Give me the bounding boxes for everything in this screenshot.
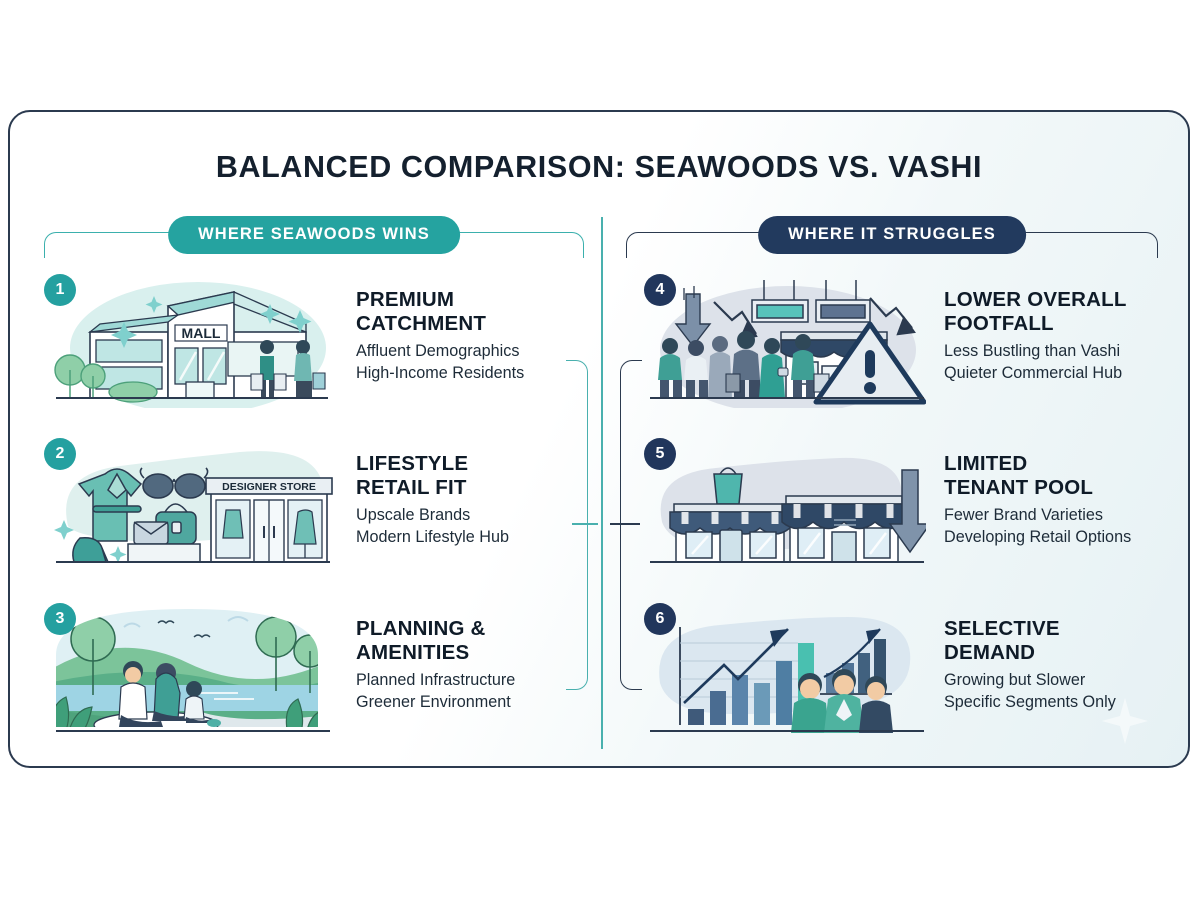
list-item: 3 (38, 599, 568, 737)
crowd-figures (658, 331, 830, 398)
item-heading: PREMIUM CATCHMENT (356, 288, 487, 335)
list-item: 2 (38, 434, 568, 572)
list-item: 5 (638, 434, 1166, 572)
sparkle-icon (54, 520, 127, 563)
item-subtext: Affluent Demographics High-Income Reside… (356, 341, 525, 382)
item-text: LIMITED TENANT POOL Fewer Brand Varietie… (926, 434, 1131, 548)
designer-store-illustration: 2 (38, 434, 336, 572)
clutch-icon (133, 521, 169, 545)
infographic-card: BALANCED COMPARISON: SEAWOODS VS. VASHI … (8, 110, 1190, 768)
trend-up-arrow-icon (683, 628, 789, 704)
hanging-sign-icon (751, 280, 871, 323)
center-divider (601, 217, 603, 749)
storefronts-down-arrow-illustration: 5 (638, 434, 926, 572)
item-number-badge: 1 (44, 274, 76, 306)
item-number-badge: 2 (44, 438, 76, 470)
people-figures (791, 669, 893, 733)
list-item: 1 MA (38, 270, 568, 408)
item-text: LIFESTYLE RETAIL FIT Upscale Brands Mode… (336, 434, 509, 548)
item-number-badge: 3 (44, 603, 76, 635)
item-subtext: Upscale Brands Modern Lifestyle Hub (356, 505, 509, 546)
left-group-bracket (566, 360, 588, 690)
growth-chart-people-illustration: 6 (638, 599, 926, 737)
item-heading: PLANNING & AMENITIES (356, 617, 486, 664)
shopper-figures (250, 340, 326, 398)
left-column-badge: WHERE SEAWOODS WINS (168, 216, 460, 254)
item-heading: LOWER OVERALL FOOTFALL (944, 288, 1127, 335)
item-number-badge: 5 (644, 438, 676, 470)
item-subtext: Less Bustling than Vashi Quieter Commerc… (944, 341, 1123, 382)
left-bracket-stub (572, 523, 598, 525)
store-facade: DESIGNER STORE (205, 477, 333, 563)
item-subtext: Planned Infrastructure Greener Environme… (356, 670, 516, 711)
item-subtext: Growing but Slower Specific Segments Onl… (944, 670, 1116, 711)
right-group-bracket (620, 360, 642, 690)
item-heading: LIMITED TENANT POOL (944, 452, 1094, 499)
storefront-left-icon (669, 503, 791, 563)
item-heading: LIFESTYLE RETAIL FIT (356, 452, 469, 499)
item-subtext: Fewer Brand Varieties Developing Retail … (944, 505, 1132, 546)
sparkle-icon (111, 296, 312, 348)
shopping-mall-illustration: 1 MA (38, 270, 336, 408)
park-family-picnic-illustration: 3 (38, 599, 336, 737)
item-text: LOWER OVERALL FOOTFALL Less Bustling tha… (926, 270, 1127, 384)
column-header-right: WHERE IT STRUGGLES (618, 216, 1166, 262)
list-item: 6 (638, 599, 1166, 737)
coat-icon (77, 468, 143, 542)
down-arrow-icon (674, 293, 712, 348)
family-figures (118, 661, 221, 727)
item-number-badge: 6 (644, 603, 676, 635)
storefront-right-icon (781, 495, 907, 563)
column-header-left: WHERE SEAWOODS WINS (36, 216, 592, 262)
sunglasses-icon (139, 467, 209, 499)
crowd-declining-footfall-illustration: 4 (638, 270, 926, 408)
sparkle-icon (1102, 698, 1148, 744)
warning-triangle-icon (813, 321, 926, 405)
right-column-badge: WHERE IT STRUGGLES (758, 216, 1026, 254)
item-text: PREMIUM CATCHMENT Affluent Demographics … (336, 270, 524, 384)
designer-store-sign-text: DESIGNER STORE (222, 481, 316, 493)
page-title: BALANCED COMPARISON: SEAWOODS VS. VASHI (215, 150, 983, 184)
item-text: PLANNING & AMENITIES Planned Infrastruct… (336, 599, 515, 713)
list-item: 4 (638, 270, 1166, 408)
item-text: SELECTIVE DEMAND Growing but Slower Spec… (926, 599, 1116, 713)
down-arrow-icon (888, 469, 926, 554)
shopping-bag-icon (713, 467, 743, 505)
right-bracket-stub (610, 523, 640, 525)
item-heading: SELECTIVE DEMAND (944, 617, 1060, 664)
item-number-badge: 4 (644, 274, 676, 306)
mall-sign-text: MALL (182, 325, 221, 341)
